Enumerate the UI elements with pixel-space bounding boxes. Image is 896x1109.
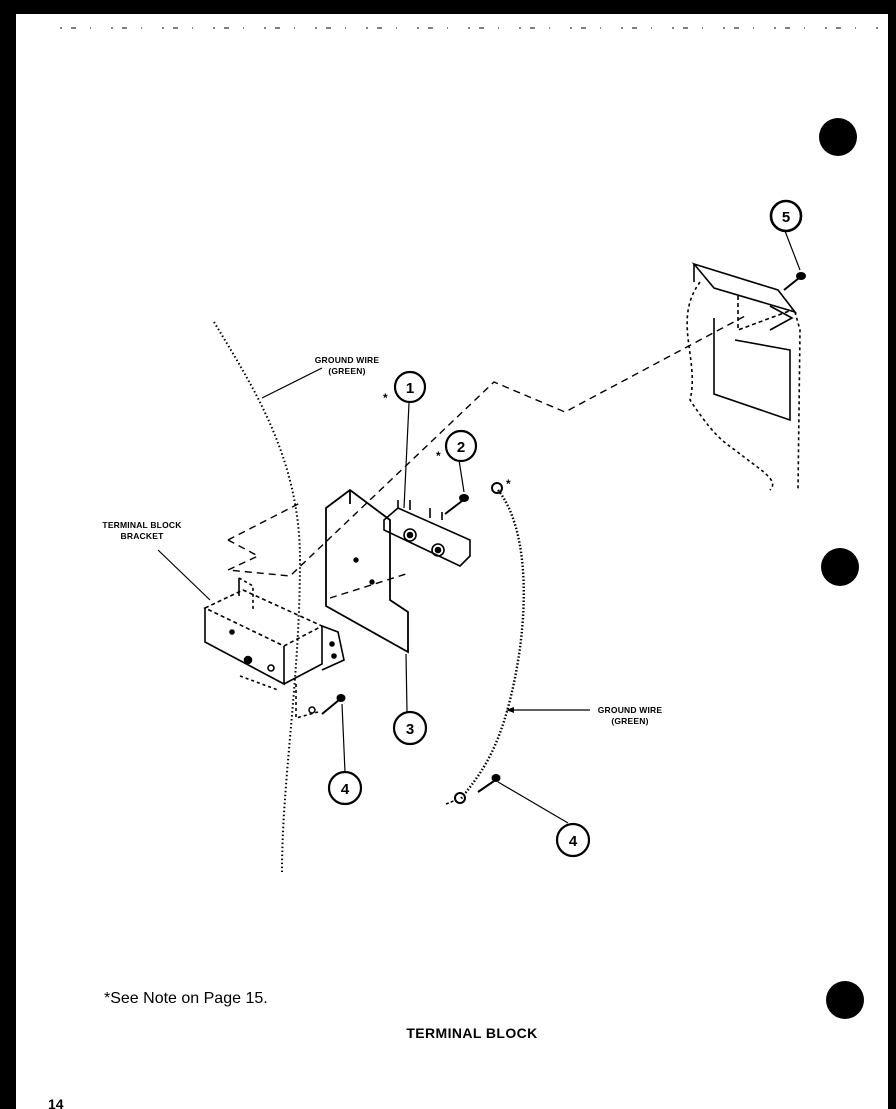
callout-number: 4: [341, 781, 350, 798]
terminal-block: [383, 500, 471, 567]
screw-4-ground: [477, 774, 501, 793]
ground-wire-dash: [445, 799, 457, 805]
page-number: 14: [48, 1096, 64, 1109]
callout-number: 3: [406, 721, 414, 738]
asterisk-mark: *: [436, 449, 441, 463]
label-ground-wire-bottom: GROUND WIRE: [598, 705, 663, 715]
callout-1: 1: [393, 370, 427, 404]
screw-4-bracket: [308, 694, 346, 715]
label-ground-wire-bottom-color: (GREEN): [611, 716, 648, 726]
terminal-block-plate: [325, 488, 409, 654]
leader-arrow: [506, 707, 514, 713]
ground-wire-terminal-top: [491, 482, 503, 494]
footnote: *See Note on Page 15.: [104, 990, 268, 1007]
compressor-mount-panel: [686, 262, 801, 491]
asterisk-mark: *: [383, 391, 388, 405]
label-ground-wire-top: GROUND WIRE: [315, 355, 380, 365]
callout-5: 5: [769, 199, 803, 233]
callout-number: 4: [569, 833, 578, 850]
screw-5: [783, 272, 806, 291]
callout-4-right: 4: [555, 822, 591, 858]
punch-hole: [819, 118, 857, 156]
ground-wire-route-lower: [227, 502, 407, 599]
label-terminal-block-bracket-2: BRACKET: [121, 531, 165, 541]
ground-wire-green: [459, 489, 525, 801]
asterisk-mark: *: [506, 477, 511, 491]
callout-3: 3: [392, 710, 428, 746]
ground-wire-terminal-bottom: [454, 792, 466, 804]
terminal-block-bracket: [203, 577, 345, 720]
cabinet-wall-outline: [213, 321, 302, 873]
punch-hole: [826, 981, 864, 1019]
label-ground-wire-top-color: (GREEN): [328, 366, 365, 376]
callout-number: 5: [782, 209, 790, 226]
leader-lines: [157, 230, 801, 824]
callout-4-left: 4: [327, 770, 363, 806]
callout-2: 2: [444, 429, 478, 463]
label-terminal-block-bracket: TERMINAL BLOCK: [102, 520, 182, 530]
callout-number: 1: [406, 380, 414, 397]
punch-hole: [821, 548, 859, 586]
screw-2: [444, 494, 469, 515]
callout-number: 2: [457, 439, 465, 456]
diagram-title: TERMINAL BLOCK: [406, 1025, 537, 1041]
